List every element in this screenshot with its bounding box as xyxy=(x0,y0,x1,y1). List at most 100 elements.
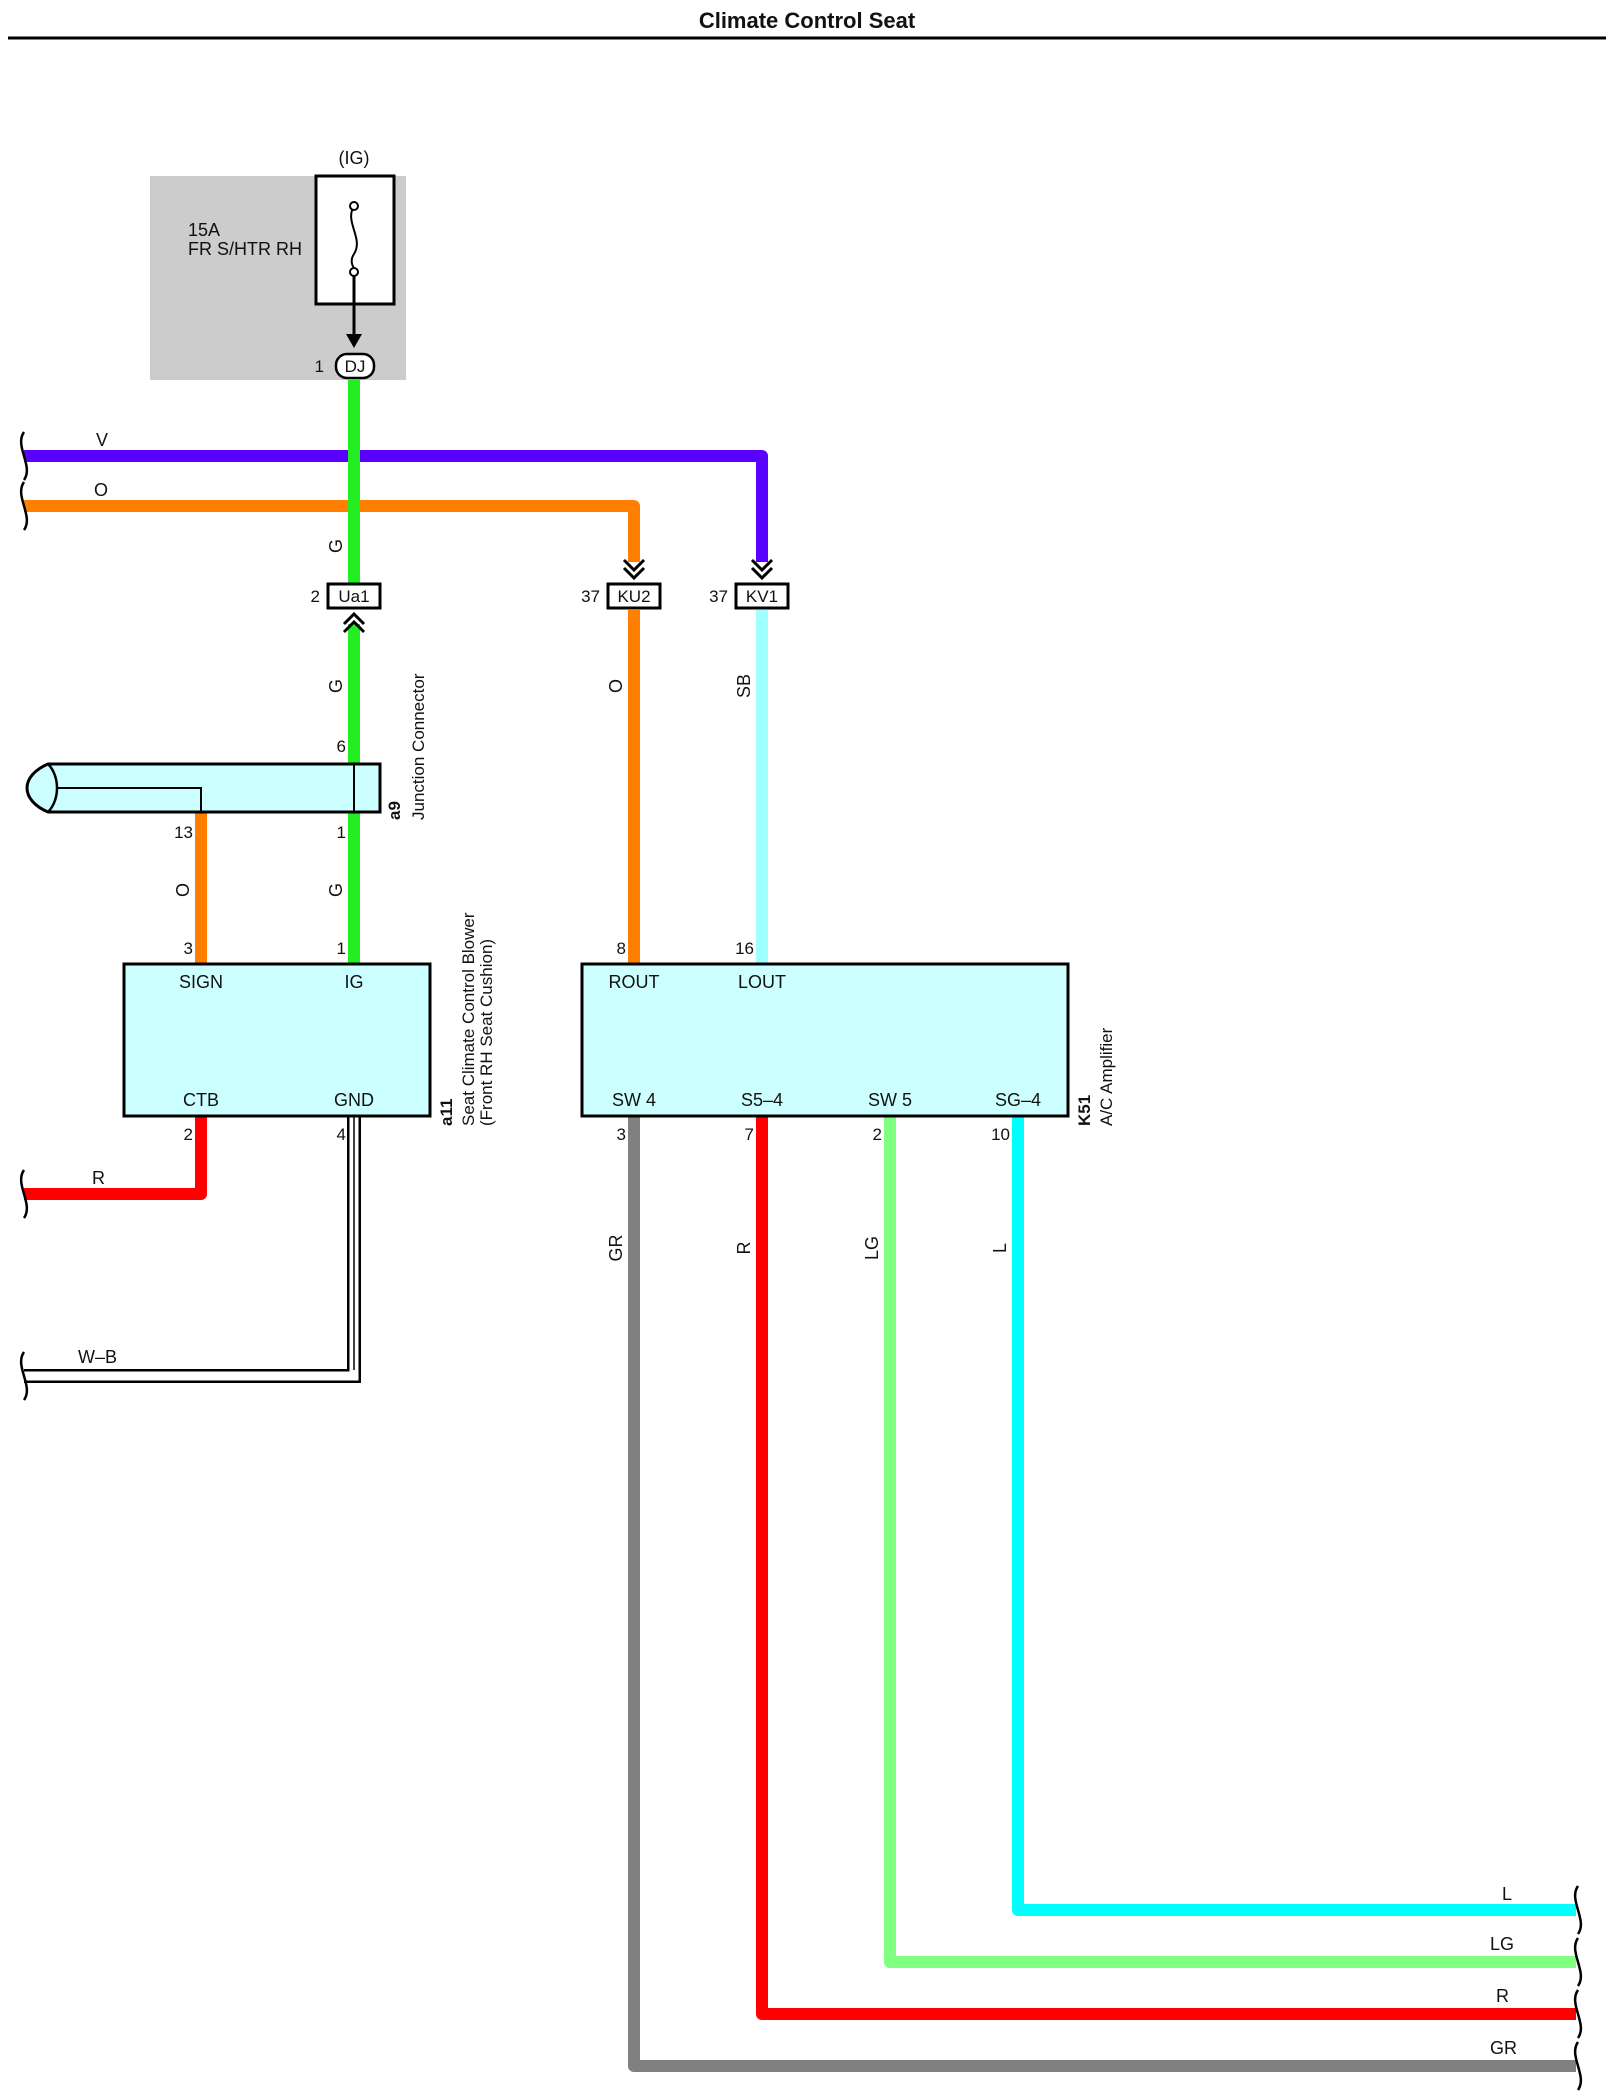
amplifier-box xyxy=(580,962,1070,1118)
fuse-name: FR S/HTR RH xyxy=(188,239,302,259)
amplifier-name: A/C Amplifier xyxy=(1097,1027,1116,1126)
wire-label-g-top: G xyxy=(326,539,346,553)
amplifier-pin-sg4-label: SG–4 xyxy=(995,1090,1041,1110)
connector-ua1-pin: 2 xyxy=(311,587,320,606)
fuse-terminal-bottom xyxy=(349,267,359,277)
fuse-pin-number: 1 xyxy=(315,357,324,376)
junction-pin-6: 6 xyxy=(337,737,346,756)
connector-kv1-pin: 37 xyxy=(709,587,728,606)
blower-pin-ctb-number: 2 xyxy=(184,1125,193,1144)
wire-label-l-vertical: L xyxy=(990,1243,1010,1253)
amplifier-pin-sw4-number: 3 xyxy=(617,1125,626,1144)
chevron-down-icon xyxy=(622,558,646,573)
wire-label-o: O xyxy=(94,480,108,500)
break-icon-o xyxy=(19,481,29,531)
amplifier-code: K51 xyxy=(1075,1095,1094,1126)
wire-label-gr-right: GR xyxy=(1490,2038,1517,2058)
break-icon-wb xyxy=(19,1351,29,1401)
amplifier-pin-sw5-label: SW 5 xyxy=(868,1090,912,1110)
wires xyxy=(24,380,1576,2072)
junction-pin-1: 1 xyxy=(337,823,346,842)
wire-breaks xyxy=(19,431,1583,2091)
connector-ua1-box xyxy=(326,582,382,610)
wire-l xyxy=(1012,1116,1576,1916)
blower-pin-sign-label: SIGN xyxy=(179,972,223,992)
wire-label-l-right: L xyxy=(1502,1884,1512,1904)
break-icon-lg xyxy=(1573,1937,1583,1987)
connector-ua1: Ua1 2 xyxy=(311,582,382,634)
wire-label-wb: W–B xyxy=(78,1347,117,1367)
fuse-block: (IG) 15A FR S/HTR RH 1 DJ xyxy=(150,148,406,380)
amplifier-pin-s54-label: S5–4 xyxy=(741,1090,783,1110)
amplifier-pin-s54-number: 7 xyxy=(745,1125,754,1144)
wire-label-r-vertical: R xyxy=(734,1242,754,1255)
junction-pin-13: 13 xyxy=(174,823,193,842)
connector-ku2-label: KU2 xyxy=(617,587,650,606)
blower-pin-ctb-label: CTB xyxy=(183,1090,219,1110)
break-icon-r-left xyxy=(19,1169,29,1219)
junction-internal-link xyxy=(56,787,202,812)
junction-connector-body xyxy=(25,762,382,814)
wire-label-r-right: R xyxy=(1496,1986,1509,2006)
wire-label-o-ku2: O xyxy=(606,679,626,693)
break-icon-r-right xyxy=(1573,1989,1583,2039)
connector-ua1-label: Ua1 xyxy=(338,587,369,606)
wire-label-lg-vertical: LG xyxy=(862,1236,882,1260)
wire-o-bus xyxy=(24,500,640,562)
page-title: Climate Control Seat xyxy=(699,8,916,33)
wire-label-v: V xyxy=(96,430,108,450)
amplifier-pin-rout-label: ROUT xyxy=(609,972,660,992)
arrow-down-icon xyxy=(346,334,362,348)
fuse-ig-label: (IG) xyxy=(339,148,370,168)
chevron-up-icon-2 xyxy=(342,619,366,634)
junction-connector: 6 13 1 a9 Junction Connector xyxy=(25,673,428,842)
header: Climate Control Seat xyxy=(8,8,1606,40)
blower-name-line1: Seat Climate Control Blower xyxy=(459,912,478,1126)
blower-pin-gnd-number: 4 xyxy=(337,1125,346,1144)
blower-component: 3 1 SIGN IG CTB GND 2 4 a11 Seat Climate… xyxy=(122,912,496,1144)
wire-label-o-a9: O xyxy=(173,883,193,897)
amplifier-pin-sw4-label: SW 4 xyxy=(612,1090,656,1110)
junction-name: Junction Connector xyxy=(409,673,428,820)
connector-kv1-label: KV1 xyxy=(746,587,778,606)
wire-gr xyxy=(628,1116,1576,2072)
amplifier-component: 8 16 ROUT LOUT SW 4 S5–4 SW 5 SG–4 3 7 2… xyxy=(580,939,1116,1144)
fuse-connector-label: DJ xyxy=(345,357,366,376)
chevron-down-icon-kv1 xyxy=(750,558,774,573)
connector-kv1-box xyxy=(734,582,790,610)
fuse-connector-DJ xyxy=(334,352,376,380)
blower-code: a11 xyxy=(437,1099,456,1126)
wire-label-g-low: G xyxy=(326,883,346,897)
chevron-up-icon xyxy=(342,611,366,626)
wire-lg xyxy=(884,1116,1576,1968)
break-icon-gr xyxy=(1573,2041,1583,2091)
wire-v xyxy=(24,450,768,562)
connector-ku2: KU2 37 xyxy=(581,558,662,610)
wire-r-ctb xyxy=(24,1116,207,1200)
blower-name-line2: (Front RH Seat Cushion) xyxy=(477,939,496,1126)
wire-label-sb: SB xyxy=(734,674,754,698)
blower-box xyxy=(122,962,432,1118)
connector-kv1: KV1 37 xyxy=(709,558,790,610)
wire-label-r-left: R xyxy=(92,1168,105,1188)
blower-pin-ig-label: IG xyxy=(344,972,363,992)
wire-wb-inner xyxy=(24,1116,359,1381)
blower-pin-sign-number: 3 xyxy=(184,939,193,958)
break-icon-v xyxy=(19,431,29,481)
wire-label-gr-vertical: GR xyxy=(606,1234,626,1261)
fuse-rating: 15A xyxy=(188,220,220,240)
wire-label-lg-right: LG xyxy=(1490,1934,1514,1954)
chevron-down-icon-2 xyxy=(622,566,646,581)
wire-label-g-mid: G xyxy=(326,679,346,693)
amplifier-pin-lout-label: LOUT xyxy=(738,972,786,992)
wire-wb-outer xyxy=(24,1116,361,1383)
break-icon-l xyxy=(1573,1885,1583,1935)
blower-pin-gnd-label: GND xyxy=(334,1090,374,1110)
connector-ku2-pin: 37 xyxy=(581,587,600,606)
connector-ku2-box xyxy=(606,582,662,610)
chevron-down-icon-kv1-2 xyxy=(750,566,774,581)
amplifier-pin-sg4-number: 10 xyxy=(991,1125,1010,1144)
amplifier-pin-rout-number: 8 xyxy=(617,939,626,958)
fuse-terminal-top xyxy=(349,201,359,211)
